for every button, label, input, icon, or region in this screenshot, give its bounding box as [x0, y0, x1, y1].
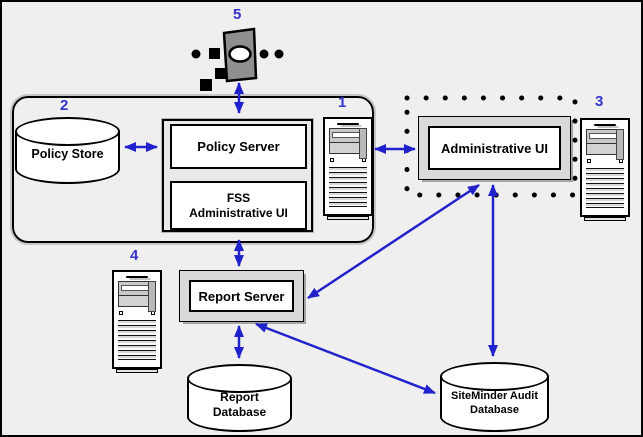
fss-admin-ui-label-line1: FSS: [226, 190, 251, 205]
tower-screw: [330, 158, 334, 162]
admin-ui-node: Administrative UI: [418, 116, 571, 180]
tower-side-strip: [616, 129, 624, 160]
agent-dot: [191, 49, 201, 59]
server-tower-icon-3: [580, 118, 630, 221]
tower-screw: [587, 159, 591, 163]
agent-door-window: [228, 45, 252, 63]
tower-handle: [126, 276, 148, 278]
agent-square: [200, 79, 212, 91]
tower-vents: [118, 320, 156, 360]
report-database-node: Report Database: [187, 364, 292, 432]
admin-ui-inner-box: Administrative UI: [428, 126, 561, 170]
policy-server-node: Policy Server: [170, 124, 307, 169]
policy-store-label: Policy Store: [31, 147, 104, 161]
cylinder-top: [440, 362, 549, 391]
agent-door-icon: [191, 27, 284, 91]
tower-side-strip: [359, 128, 367, 159]
tower-handle: [594, 124, 616, 126]
fss-admin-ui-node: FSS Administrative UI: [170, 181, 307, 230]
agent-square: [215, 68, 226, 79]
report-database-label-line1: Report: [220, 390, 259, 404]
agent-square: [209, 48, 220, 59]
audit-database-node: SiteMinder Audit Database: [440, 362, 549, 432]
audit-database-label: SiteMinder Audit Database: [440, 389, 549, 417]
audit-database-label-line2: Database: [470, 404, 519, 416]
tower-handle: [337, 123, 359, 125]
agent-dot: [259, 49, 269, 59]
report-server-inner-box: Report Server: [189, 280, 294, 312]
tower-screw: [119, 311, 123, 315]
policy-server-label: Policy Server: [197, 139, 280, 154]
tower-base: [116, 369, 158, 373]
report-database-label: Report Database: [187, 390, 292, 420]
server-tower-icon-1: [323, 117, 373, 220]
tower-cd-drive: [118, 281, 156, 296]
tower-vents: [586, 168, 624, 208]
badge-3: 3: [595, 93, 604, 110]
badge-5: 5: [233, 6, 242, 23]
cylinder-top: [15, 117, 120, 146]
cylinder-top: [187, 364, 292, 393]
tower-vents: [329, 167, 367, 207]
policy-store-node: Policy Store: [15, 117, 120, 184]
fss-admin-ui-label-line2: Administrative UI: [189, 205, 288, 220]
tower-base: [584, 217, 626, 221]
agent-dot: [274, 49, 284, 59]
report-server-node: Report Server: [179, 270, 304, 322]
admin-ui-label: Administrative UI: [441, 140, 548, 156]
tower-side-strip: [148, 281, 156, 312]
report-database-label-line2: Database: [212, 405, 267, 419]
badge-1: 1: [338, 94, 347, 111]
badge-4: 4: [130, 247, 139, 264]
audit-database-label-line1: SiteMinder Audit: [451, 390, 538, 402]
server-tower-icon-4: [112, 270, 162, 373]
badge-2: 2: [60, 97, 69, 114]
agent-door-shape: [222, 27, 258, 83]
report-server-label: Report Server: [198, 288, 285, 304]
tower-base: [327, 216, 369, 220]
